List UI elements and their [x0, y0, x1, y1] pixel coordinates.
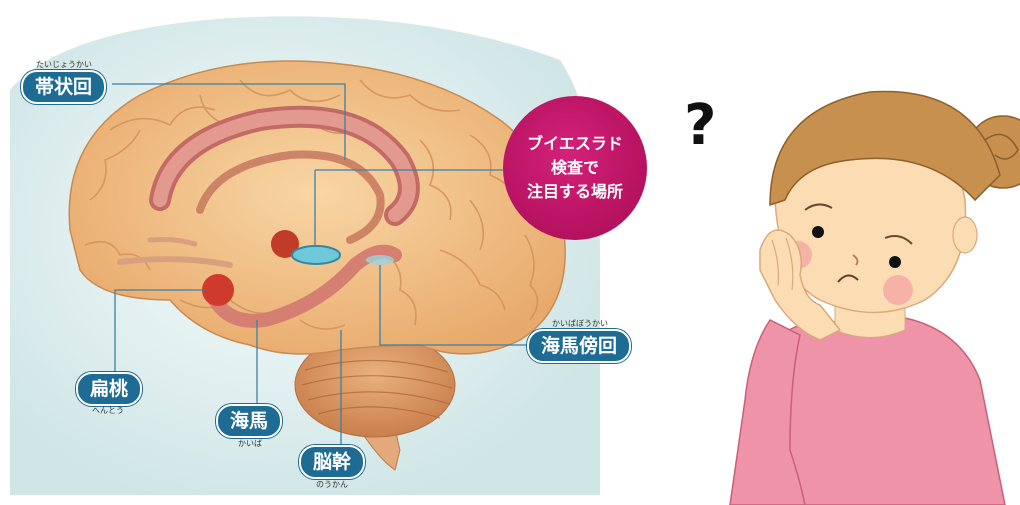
hippocampus-ruby: かいば	[238, 439, 262, 448]
question-mark: ?	[684, 93, 717, 158]
parahippocampal-ruby: かいばぼうかい	[552, 319, 608, 328]
brainstem-ruby: のうかん	[316, 480, 348, 489]
amygdala-ruby: へんとう	[92, 406, 124, 415]
callout-circle: ブイエスラド 検査で 注目する場所	[503, 96, 647, 240]
hippocampus-label: 海馬	[216, 404, 283, 438]
cingulate-ruby: たいじょうかい	[36, 60, 92, 69]
callout-line-3: 注目する場所	[526, 182, 623, 201]
callout-line-1: ブイエスラド	[527, 134, 623, 153]
amygdala-label: 扁桃	[76, 372, 143, 406]
brainstem-label: 脳幹	[299, 445, 366, 479]
callout-line-2: 検査で	[550, 158, 599, 177]
parahippocampal-label: 海馬傍回	[527, 329, 632, 363]
cingulate-label: 帯状回	[21, 70, 107, 104]
